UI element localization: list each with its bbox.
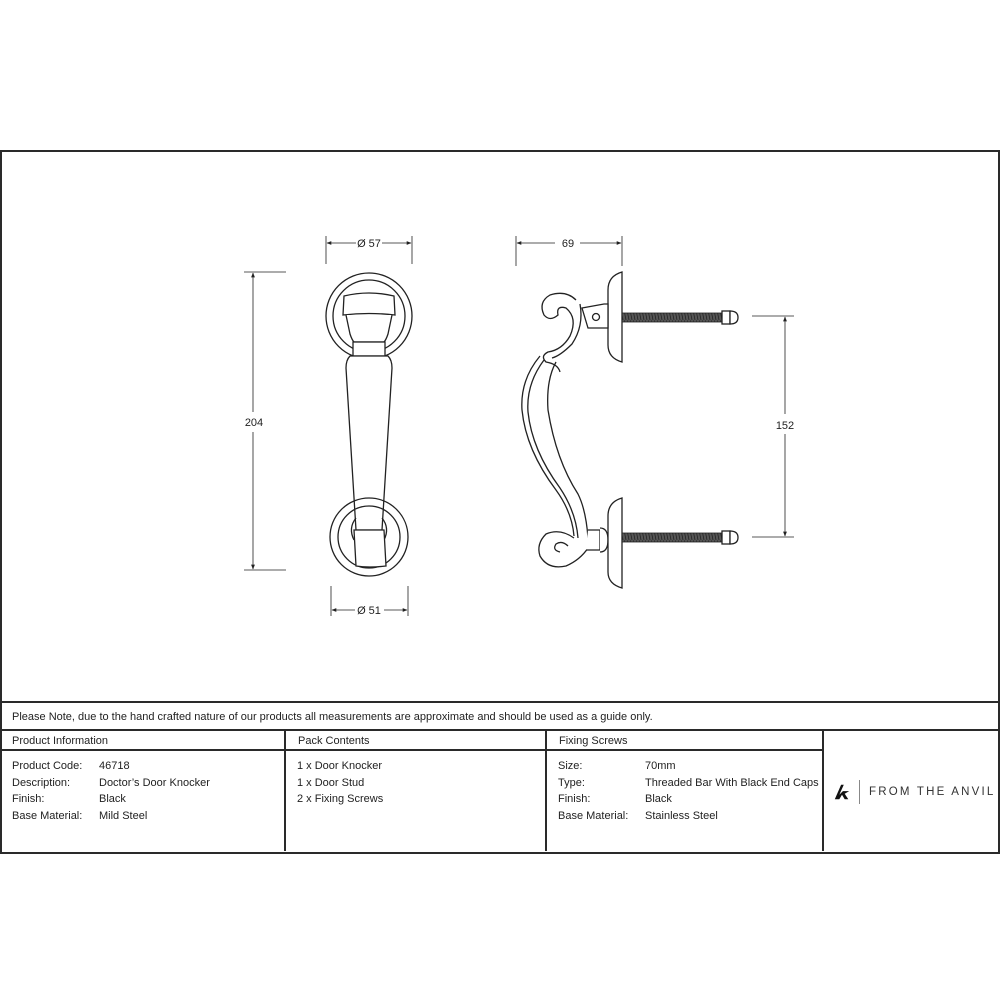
- value-description: Doctor’s Door Knocker: [99, 776, 210, 789]
- side-view: [515, 236, 794, 589]
- value-base-material: Stainless Steel: [645, 809, 718, 822]
- fixing-screws-panel: Fixing Screws Size: Type: Finish: Base M…: [547, 731, 823, 851]
- dimension-top-diameter: Ø 57: [357, 238, 381, 250]
- fixing-screws-header: Fixing Screws: [547, 731, 823, 751]
- pack-item: 1 x Door Knocker: [297, 760, 382, 772]
- column-divider: [822, 731, 824, 851]
- label-description: Description:: [12, 776, 71, 789]
- pack-item: 2 x Fixing Screws: [297, 793, 384, 806]
- value-finish: Black: [645, 793, 672, 806]
- label-product-code: Product Code:: [12, 760, 83, 772]
- value-finish: Black: [99, 793, 126, 806]
- front-view: [244, 236, 413, 616]
- pack-contents-panel: Pack Contents 1 x Door Knocker 1 x Door …: [286, 731, 545, 851]
- value-product-code: 46718: [99, 760, 130, 772]
- dimension-fixing-centres: 152: [776, 420, 794, 432]
- product-information-values: 46718 Doctor’s Door Knocker Black Mild S…: [99, 758, 210, 824]
- brand-logo: FROM THE ANVIL: [833, 780, 995, 804]
- drawing-sheet-border: [0, 150, 1000, 854]
- disclaimer-text: Please Note, due to the hand crafted nat…: [12, 711, 653, 723]
- column-divider: [545, 731, 547, 851]
- pack-contents-header: Pack Contents: [286, 731, 545, 751]
- fixing-screws-heading: Fixing Screws: [559, 735, 628, 747]
- dimension-bottom-diameter: Ø 51: [357, 605, 381, 617]
- pack-contents-list: 1 x Door Knocker 1 x Door Stud 2 x Fixin…: [297, 758, 383, 808]
- value-base-material: Mild Steel: [99, 809, 148, 822]
- label-finish: Finish:: [12, 793, 45, 806]
- product-information-header: Product Information: [0, 731, 285, 751]
- dimension-projection: 69: [562, 238, 574, 250]
- label-base-material: Base Material:: [558, 809, 629, 822]
- fixing-screws-values: 70mm Threaded Bar With Black End Caps Bl…: [645, 758, 819, 824]
- value-type: Threaded Bar With Black End Caps: [645, 776, 819, 789]
- fixing-screws-labels: Size: Type: Finish: Base Material:: [558, 758, 628, 824]
- logo-divider: [859, 780, 860, 804]
- product-information-labels: Product Code: Description: Finish: Base …: [12, 758, 82, 824]
- product-information-heading: Product Information: [12, 735, 108, 747]
- disclaimer-row: Please Note, due to the hand crafted nat…: [0, 701, 1000, 731]
- label-base-material: Base Material:: [12, 809, 83, 822]
- dimension-overall-height: 204: [245, 417, 263, 429]
- drawing-sheet-border-right: [998, 150, 1000, 852]
- column-divider: [284, 731, 286, 851]
- anvil-a-logo-icon: [834, 784, 850, 800]
- product-information-panel: Product Information Product Code: Descri…: [0, 731, 285, 851]
- pack-item: 1 x Door Stud: [297, 776, 365, 789]
- label-finish: Finish:: [558, 793, 591, 806]
- value-size: 70mm: [645, 760, 676, 772]
- brand-name: FROM THE ANVIL: [869, 786, 996, 798]
- label-size: Size:: [558, 760, 583, 772]
- label-type: Type:: [558, 776, 585, 789]
- pack-contents-heading: Pack Contents: [298, 735, 370, 747]
